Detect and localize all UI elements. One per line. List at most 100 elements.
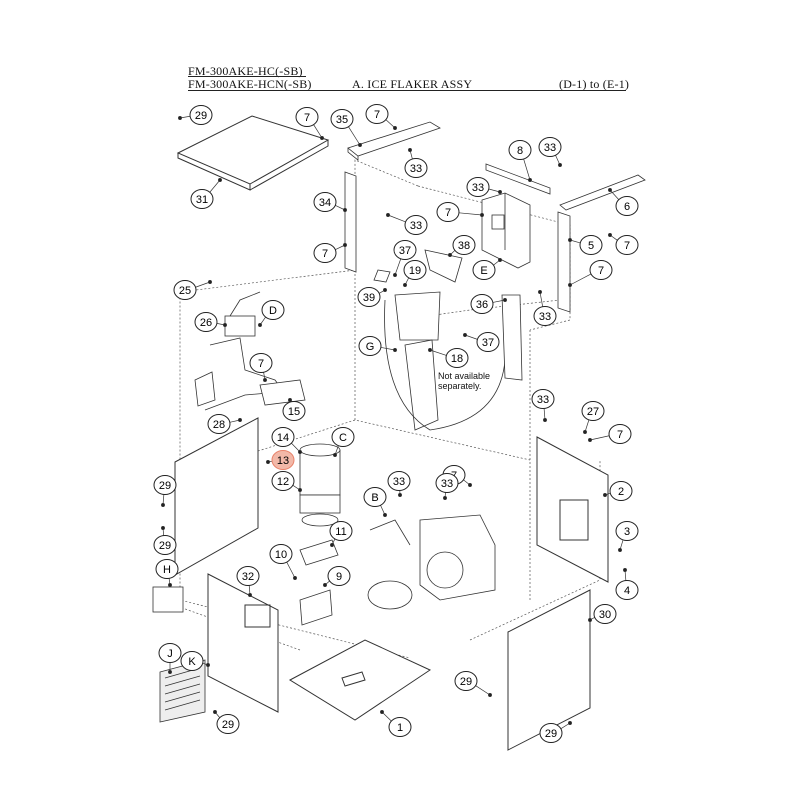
callout[interactable]: 28 [207, 414, 231, 434]
callout[interactable]: 33 [387, 471, 411, 491]
callout[interactable]: 30 [593, 604, 617, 624]
callout-label: 6 [624, 201, 630, 213]
header-rule-bottom [188, 90, 626, 91]
callout[interactable]: 4 [615, 580, 639, 600]
callout[interactable]: 7 [313, 243, 337, 263]
leader-dot [408, 148, 412, 152]
leader-line [380, 347, 396, 351]
callout-label: 26 [200, 317, 212, 329]
leader-dot [358, 143, 362, 147]
callout[interactable]: 33 [404, 215, 428, 235]
leader-line [492, 299, 506, 303]
callout[interactable]: 36 [470, 294, 494, 314]
callout[interactable]: 27 [581, 401, 605, 421]
callout[interactable]: 34 [313, 192, 337, 212]
callout[interactable]: 29 [216, 714, 240, 734]
leader-line [347, 126, 361, 146]
leader-line [569, 273, 592, 286]
leader-dot [568, 283, 572, 287]
side-rail-part [559, 174, 646, 211]
callout[interactable]: C [331, 427, 355, 447]
callout[interactable]: 33 [404, 158, 428, 178]
leader-dot [588, 438, 592, 442]
callout[interactable]: 15 [282, 401, 306, 421]
callout-highlighted[interactable]: 13 [271, 450, 295, 470]
callout[interactable]: 35 [330, 109, 354, 129]
callout[interactable]: 33 [531, 389, 555, 409]
callout[interactable]: K [180, 651, 204, 671]
leader-dot [403, 283, 407, 287]
callout[interactable]: 25 [173, 280, 197, 300]
callout[interactable]: 5 [579, 235, 603, 255]
leader-dot [568, 238, 572, 242]
callout[interactable]: 7 [365, 104, 389, 124]
callout-bubble [466, 177, 490, 197]
callout[interactable]: 7 [249, 353, 273, 373]
callout[interactable]: 31 [190, 189, 214, 209]
callout-bubble [615, 235, 639, 255]
callout[interactable]: 7 [589, 260, 613, 280]
callout[interactable]: 29 [153, 535, 177, 555]
callout-label: 29 [460, 676, 472, 688]
callout-bubble [189, 105, 213, 125]
callout[interactable]: H [155, 559, 179, 579]
callout[interactable]: E [472, 260, 496, 280]
callout[interactable]: 11 [329, 521, 353, 541]
grille-part [159, 659, 206, 723]
callout-bubble [236, 566, 260, 586]
top-rail-part [347, 121, 441, 161]
callout-label: 28 [213, 419, 225, 431]
callout[interactable]: 33 [435, 473, 459, 493]
callout-label: 37 [482, 337, 494, 349]
callout[interactable]: 14 [271, 427, 295, 447]
callout[interactable]: 10 [269, 544, 293, 564]
callout[interactable]: 8 [508, 140, 532, 160]
callout[interactable]: 18 [445, 348, 469, 368]
callout[interactable]: 37 [393, 240, 417, 260]
callout[interactable]: 33 [533, 306, 557, 326]
callout[interactable]: 2 [609, 481, 633, 501]
callout[interactable]: 12 [271, 471, 295, 491]
callout[interactable]: 7 [615, 235, 639, 255]
callout[interactable]: D [261, 300, 285, 320]
callout[interactable]: 7 [608, 424, 632, 444]
callout[interactable]: B [363, 487, 387, 507]
callout[interactable]: 33 [466, 177, 490, 197]
callout-bubble [357, 287, 381, 307]
leader-dot [568, 721, 572, 725]
leader-dot [343, 243, 347, 247]
callout[interactable]: 29 [539, 723, 563, 743]
callout[interactable]: 7 [436, 202, 460, 222]
callout-bubble [271, 450, 295, 470]
callout-bubble [508, 140, 532, 160]
callout-bubble [393, 240, 417, 260]
ice-chute-part [384, 291, 506, 431]
header-rule-top [188, 76, 306, 77]
callout[interactable]: 32 [236, 566, 260, 586]
callout-bubble [404, 158, 428, 178]
callout[interactable]: 38 [452, 235, 476, 255]
callout[interactable]: G [358, 336, 382, 356]
callout[interactable]: 29 [454, 671, 478, 691]
callout[interactable]: 29 [189, 105, 213, 125]
callout[interactable]: 1 [388, 717, 412, 737]
callout[interactable]: 7 [295, 107, 319, 127]
callout-bubble [403, 260, 427, 280]
callout[interactable]: 9 [327, 566, 351, 586]
callout[interactable]: 6 [615, 196, 639, 216]
callout[interactable]: 37 [476, 332, 500, 352]
leader-dot [263, 378, 267, 382]
callout[interactable]: 19 [403, 260, 427, 280]
callout[interactable]: J [158, 643, 182, 663]
callout-bubble [615, 196, 639, 216]
callout-label: 33 [410, 220, 422, 232]
callout-label: 7 [322, 248, 328, 260]
callout[interactable]: 26 [194, 312, 218, 332]
callout[interactable]: 33 [538, 137, 562, 157]
callout[interactable]: 39 [357, 287, 381, 307]
callout-label: 11 [335, 526, 346, 538]
callout[interactable]: 29 [153, 475, 177, 495]
callout-label: 29 [159, 540, 171, 552]
callout[interactable]: 3 [615, 521, 639, 541]
callout-label: 19 [409, 265, 421, 277]
